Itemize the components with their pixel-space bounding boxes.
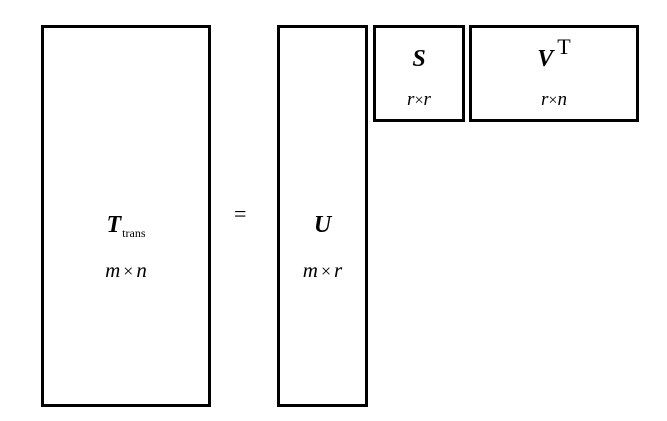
matrix-s-cols: r <box>423 89 431 110</box>
matrix-s-rows: r <box>407 89 415 110</box>
matrix-s-times: × <box>414 92 424 109</box>
matrix-v-superscript: T <box>557 34 571 59</box>
matrix-s-box: S r×r <box>373 25 465 122</box>
matrix-t-trans-box: Ttrans m×n <box>41 25 211 407</box>
matrix-u-box: U m×r <box>277 25 368 407</box>
matrix-t-trans-subscript: trans <box>122 226 146 240</box>
matrix-t-trans-dimensions: m×n <box>44 260 208 281</box>
matrix-v-cols: n <box>557 89 568 110</box>
matrix-t-trans-cols: n <box>136 258 147 282</box>
matrix-t-trans-symbol: T <box>106 212 122 238</box>
matrix-u-cols: r <box>334 258 343 282</box>
matrix-u-label: U <box>313 212 332 238</box>
matrix-t-trans-label: Ttrans <box>44 212 208 240</box>
matrix-s-dimensions: r×r <box>376 90 462 109</box>
matrix-v-rows: r <box>540 89 549 110</box>
matrix-u-rows: m <box>302 258 318 282</box>
equals-sign: = <box>234 201 247 226</box>
matrix-s-label: S <box>412 46 426 72</box>
matrix-u-dimensions: m×r <box>280 260 365 281</box>
matrix-v-times: × <box>548 92 558 109</box>
matrix-t-trans-rows: m <box>105 258 121 282</box>
matrix-v-transpose-dimensions: r×n <box>472 90 636 109</box>
matrix-u-times: × <box>320 261 332 281</box>
matrix-t-trans-times: × <box>123 261 134 281</box>
matrix-v-symbol: V <box>537 46 554 72</box>
